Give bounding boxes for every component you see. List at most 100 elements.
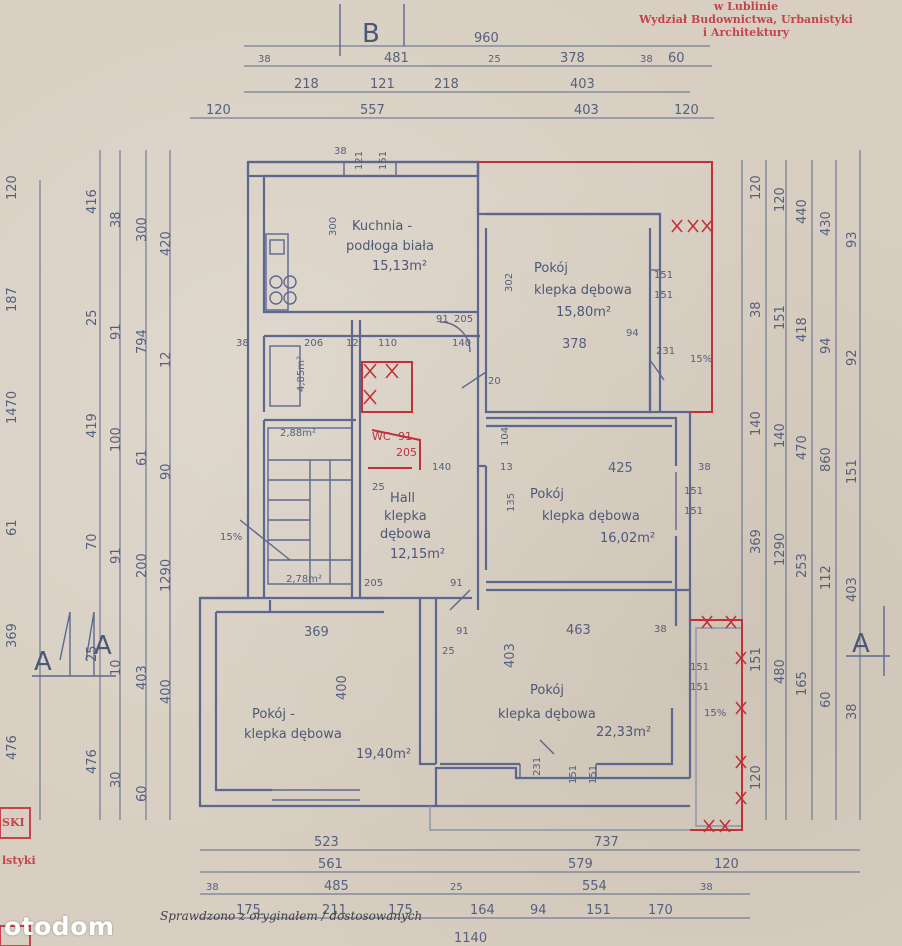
approval-stamp: w Lublinie Wydział Budownictwa, Urbanist… [626, 0, 866, 39]
inner-dim-13: 91 [436, 314, 449, 325]
dim-right-8: 94 [819, 337, 834, 354]
dim-left-21: 25 [85, 645, 100, 662]
dim-bot-r2-0: 561 [318, 857, 343, 872]
dim-bot-r2-2: 120 [714, 857, 739, 872]
room-bath-area: 4,85m² [296, 356, 307, 392]
room-hall-name: Hall [390, 491, 415, 506]
inner-dim-39: 151 [690, 682, 709, 693]
room-sw: Pokój - klepka dębowa 19,40m² [244, 707, 411, 762]
dim-right-1: 120 [773, 187, 788, 212]
dim-right-20: 151 [749, 647, 764, 672]
inner-dim-26: 38 [698, 462, 711, 473]
dim-right-11: 140 [773, 423, 788, 448]
stamp-line-3: i Architektury [702, 26, 790, 39]
dim-right-14: 151 [845, 459, 860, 484]
inner-dim-23: 151 [684, 506, 703, 517]
room-hall-area: 12,15m² [390, 547, 445, 562]
inner-dim-34: 25 [442, 646, 455, 657]
dim-left-20: 369 [5, 623, 20, 648]
wc-label: WC [372, 430, 391, 443]
dim-right-19: 403 [845, 577, 860, 602]
stamp-line-1: w Lublinie [713, 0, 779, 13]
dim-right-16: 1290 [773, 533, 788, 566]
dim-left-14: 90 [159, 463, 174, 480]
room-kitchen-area: 15,13m² [372, 259, 427, 274]
dim-right-10: 140 [749, 411, 764, 436]
inner-dim-42: 151 [588, 765, 599, 784]
dim-right-7: 418 [795, 317, 810, 342]
dim-bot-r1-1: 737 [594, 835, 619, 850]
dim-left-10: 1470 [5, 391, 20, 424]
inner-dim-43: 15% [220, 532, 242, 543]
inner-dim-44: 15% [704, 708, 726, 719]
dim-left-16: 70 [85, 533, 100, 550]
dim-right-13: 860 [819, 447, 834, 472]
room-hall: Hall klepka dębowa 12,15m² [380, 491, 445, 562]
dim-top-r4-3: 120 [674, 103, 699, 118]
dim-left-8: 794 [135, 329, 150, 354]
inner-dim-9: 231 [656, 346, 675, 357]
dim-left-4: 420 [159, 231, 174, 256]
section-mark-right: A [852, 629, 870, 659]
inner-dim-24: 140 [432, 462, 451, 473]
inner-dim-14: 205 [454, 314, 473, 325]
dim-bot-r1-0: 523 [314, 835, 339, 850]
inner-dim-37: 38 [654, 624, 667, 635]
dim-left-3: 300 [135, 217, 150, 242]
dim-left-5: 187 [5, 287, 20, 312]
inner-dim-35: 400 [335, 675, 350, 700]
stamp-edge-left: SKI [2, 816, 25, 829]
room-sw-name: Pokój - [252, 707, 295, 722]
dim-bot-r3-0: 38 [206, 882, 219, 893]
room-se-name: Pokój [530, 683, 564, 698]
inner-dim-25: 25 [372, 482, 385, 493]
dim-bot-r3-4: 38 [700, 882, 713, 893]
wc-num2: 205 [396, 446, 417, 459]
sheet-mark: B [362, 19, 380, 49]
dim-right-25: 120 [749, 765, 764, 790]
room-se: Pokój klepka dębowa 22,33m² [498, 683, 651, 740]
room-sw-area: 19,40m² [356, 747, 411, 762]
inner-dim-15: 140 [452, 338, 471, 349]
dim-top-r4-0: 120 [206, 103, 231, 118]
inner-dim-29: 205 [364, 578, 383, 589]
inner-dim-1: 121 [354, 151, 365, 170]
dim-bot-r3-1: 485 [324, 879, 349, 894]
dim-top-r2-4: 38 [640, 54, 653, 65]
inner-dim-6: 151 [654, 290, 673, 301]
inner-dim-17: 38 [236, 338, 249, 349]
room-e-name: Pokój [530, 487, 564, 502]
dim-bot-r5-0: 1140 [454, 931, 487, 946]
dim-left-6: 25 [85, 309, 100, 326]
dim-right-15: 369 [749, 529, 764, 554]
dim-top-r4-2: 403 [574, 103, 599, 118]
dim-bot-r4-2: 175 [388, 903, 413, 918]
stamp-line-2: Wydział Budownictwa, Urbanistyki [639, 13, 853, 26]
inner-dim-0: 300 [328, 217, 339, 236]
room-se-area: 22,33m² [596, 725, 651, 740]
dim-top-r3-0: 218 [294, 77, 319, 92]
inner-dim-3: 38 [334, 146, 347, 157]
stamp-edge-left2: lstyki [2, 854, 36, 867]
inner-dim-2: 151 [378, 151, 389, 170]
dim-left-12: 100 [109, 427, 124, 452]
room-e-area: 16,02m² [600, 531, 655, 546]
inner-dim-10: 15% [690, 354, 712, 365]
dim-bot-r3-2: 25 [450, 882, 463, 893]
inner-dim-12: 110 [378, 338, 397, 349]
inner-dim-20: 13 [500, 462, 513, 473]
inner-dim-22: 151 [684, 486, 703, 497]
dim-left-2: 38 [109, 211, 124, 228]
inner-dim-27: 12 [346, 338, 359, 349]
dim-left-9: 12 [159, 351, 174, 368]
inner-dim-38: 151 [690, 662, 709, 673]
room-hall-floor2: dębowa [380, 527, 431, 542]
inner-dim-40: 231 [532, 757, 543, 776]
dim-top-r2-5: 60 [668, 51, 685, 66]
dim-left-27: 30 [109, 771, 124, 788]
dim-bot-r4-4: 94 [530, 903, 547, 918]
room-kitchen-name: Kuchnia - [352, 219, 412, 234]
dim-top-r3-2: 218 [434, 77, 459, 92]
